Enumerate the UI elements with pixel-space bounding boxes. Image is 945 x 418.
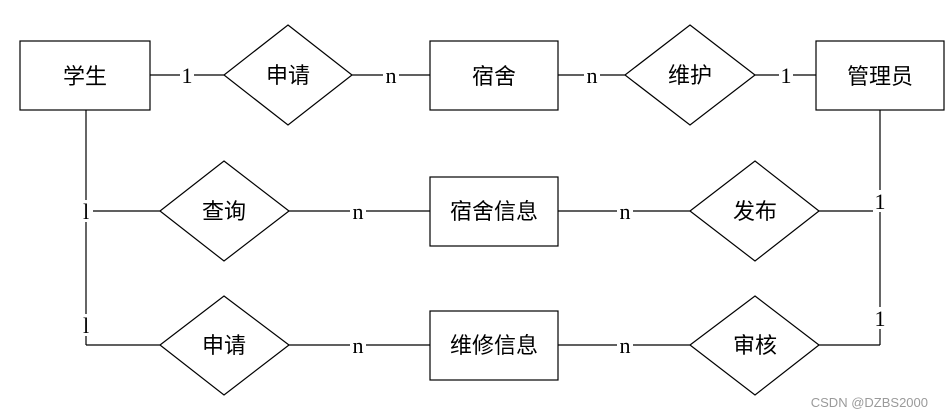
relationship-apply-dorm: 申请	[223, 24, 353, 126]
relationship-publish-label: 发布	[733, 200, 777, 225]
entity-dorm-info: 宿舍信息	[429, 176, 559, 247]
relationship-apply-dorm-label: 申请	[266, 64, 310, 89]
cardinality-maintain-admin: 1	[781, 63, 792, 88]
entity-student: 学生	[19, 40, 151, 111]
cardinality-query-dorm-info: n	[353, 199, 364, 224]
cardinality-repair-info-review: n	[620, 333, 631, 358]
cardinality-apply-repair-repair-info: n	[353, 333, 364, 358]
entity-dorm: 宿舍	[429, 40, 559, 111]
relationship-apply-repair: 申请	[159, 295, 290, 396]
entity-admin-label: 管理员	[847, 65, 913, 90]
cardinality-publish-admin: 1	[875, 189, 886, 214]
cardinality-dorm-maintain: n	[587, 63, 598, 88]
entity-admin: 管理员	[815, 40, 945, 111]
relationship-apply-repair-label: 申请	[202, 334, 246, 359]
cardinality-student-apply-repair: l	[83, 313, 89, 338]
entity-repair-info-label: 维修信息	[450, 334, 538, 359]
entity-student-label: 学生	[63, 65, 107, 90]
relationship-review: 审核	[689, 295, 820, 396]
cardinality-review-admin: 1	[875, 306, 886, 331]
relationship-maintain: 维护	[624, 24, 756, 126]
cardinality-apply-dorm-dorm: n	[386, 63, 397, 88]
relationship-maintain-label: 维护	[668, 64, 712, 89]
cardinality-labels: 1 n n 1 l n n 1 l n n 1	[79, 63, 887, 358]
cardinality-student-apply-dorm: 1	[182, 63, 193, 88]
entity-dorm-label: 宿舍	[472, 65, 516, 90]
cardinality-dorm-info-publish: n	[620, 199, 631, 224]
relationship-publish: 发布	[689, 160, 820, 262]
relationship-query-label: 查询	[202, 200, 246, 225]
entity-dorm-info-label: 宿舍信息	[450, 200, 538, 225]
relationship-review-label: 审核	[733, 334, 777, 359]
cardinality-student-query: l	[83, 199, 89, 224]
relationship-query: 查询	[159, 160, 290, 262]
entity-repair-info: 维修信息	[429, 310, 559, 381]
watermark: CSDN @DZBS2000	[811, 395, 928, 410]
